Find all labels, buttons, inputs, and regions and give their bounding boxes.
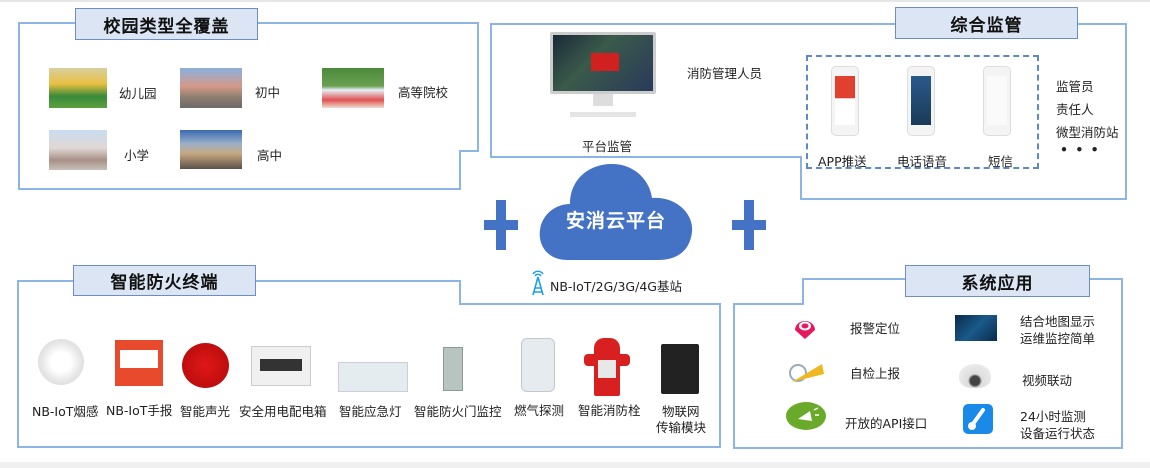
kindergarten-photo xyxy=(49,68,107,108)
app-label: 开放的API接口 xyxy=(845,416,928,431)
top-divider xyxy=(0,0,1150,2)
terminal-label: 燃气探测 xyxy=(514,403,565,418)
apps-title: 系统应用 xyxy=(905,265,1090,297)
app-phone-image xyxy=(831,66,859,136)
terminal-label: 智能声光 xyxy=(180,404,231,419)
terminal-label: 智能防火门监控 xyxy=(414,404,502,419)
thermometer-monitor-icon xyxy=(963,404,993,434)
iot-module-image xyxy=(661,344,699,394)
terminal-label: 安全用电配电箱 xyxy=(239,404,327,419)
app-label: 设备运行状态 xyxy=(1020,426,1096,441)
sms-phone-image xyxy=(983,66,1011,136)
campus-label: 高中 xyxy=(257,148,283,163)
app-label: 视频联动 xyxy=(1022,373,1073,388)
supervision-title: 综合监管 xyxy=(895,7,1078,39)
terminal-label: NB-IoT烟感 xyxy=(32,404,99,419)
channel-label: 短信 xyxy=(988,154,1014,169)
terminal-label: 物联网 xyxy=(662,404,700,419)
megaphone-api-icon xyxy=(786,402,826,430)
terminal-label: 智能应急灯 xyxy=(339,404,402,419)
sound-light-alarm-image xyxy=(182,343,229,388)
map-display-image xyxy=(955,315,997,341)
plus-icon xyxy=(732,200,766,250)
campus-label: 高等院校 xyxy=(398,85,449,100)
junior-high-photo xyxy=(180,68,242,108)
fire-door-monitor-image xyxy=(443,347,463,391)
role-label: 责任人 xyxy=(1056,102,1094,117)
bottom-divider xyxy=(0,462,1150,468)
app-label: 报警定位 xyxy=(850,321,901,336)
location-pin-icon xyxy=(795,321,815,339)
campus-title: 校园类型全覆盖 xyxy=(75,8,258,40)
platform-label: 平台监管 xyxy=(582,139,633,154)
monitor-image xyxy=(550,32,656,124)
channel-label: 电话语音 xyxy=(897,154,948,169)
campus-label: 幼儿园 xyxy=(119,86,157,101)
manual-alarm-image xyxy=(115,340,163,386)
more-roles: • • • xyxy=(1060,142,1099,157)
channel-label: APP推送 xyxy=(818,154,867,169)
campus-label: 小学 xyxy=(124,148,150,163)
distribution-box-image xyxy=(251,346,311,386)
plus-icon xyxy=(484,200,518,250)
app-label: 24小时监测 xyxy=(1020,409,1086,424)
terminal-label: 传输模块 xyxy=(656,420,707,435)
cloud-platform: 安消云平台 xyxy=(538,162,694,260)
app-label: 自检上报 xyxy=(850,366,901,381)
role-label: 监管员 xyxy=(1056,79,1094,94)
self-check-report-icon xyxy=(789,364,824,382)
terminals-title: 智能防火终端 xyxy=(73,265,256,296)
call-phone-image xyxy=(907,66,935,136)
gas-detector-image xyxy=(521,338,555,392)
app-label: 结合地图显示 xyxy=(1020,314,1096,329)
cloud-icon xyxy=(539,164,693,260)
manager-label: 消防管理人员 xyxy=(687,66,763,81)
smoke-detector-image xyxy=(38,339,84,385)
camera-icon xyxy=(959,364,991,388)
university-photo xyxy=(322,68,384,108)
terminal-label: 智能消防栓 xyxy=(578,403,641,418)
antenna-icon xyxy=(532,270,544,296)
primary-school-photo xyxy=(49,130,107,170)
notification-channels xyxy=(806,55,1039,169)
app-label: 运维监控简单 xyxy=(1020,331,1096,346)
network-label: NB-IoT/2G/3G/4G基站 xyxy=(550,279,682,294)
emergency-light-image xyxy=(338,362,408,392)
senior-high-photo xyxy=(180,130,242,169)
fire-hydrant-image xyxy=(584,338,630,396)
cloud-label: 安消云平台 xyxy=(565,210,666,232)
role-label: 微型消防站 xyxy=(1056,125,1119,140)
campus-label: 初中 xyxy=(255,85,281,100)
terminal-label: NB-IoT手报 xyxy=(106,403,173,418)
